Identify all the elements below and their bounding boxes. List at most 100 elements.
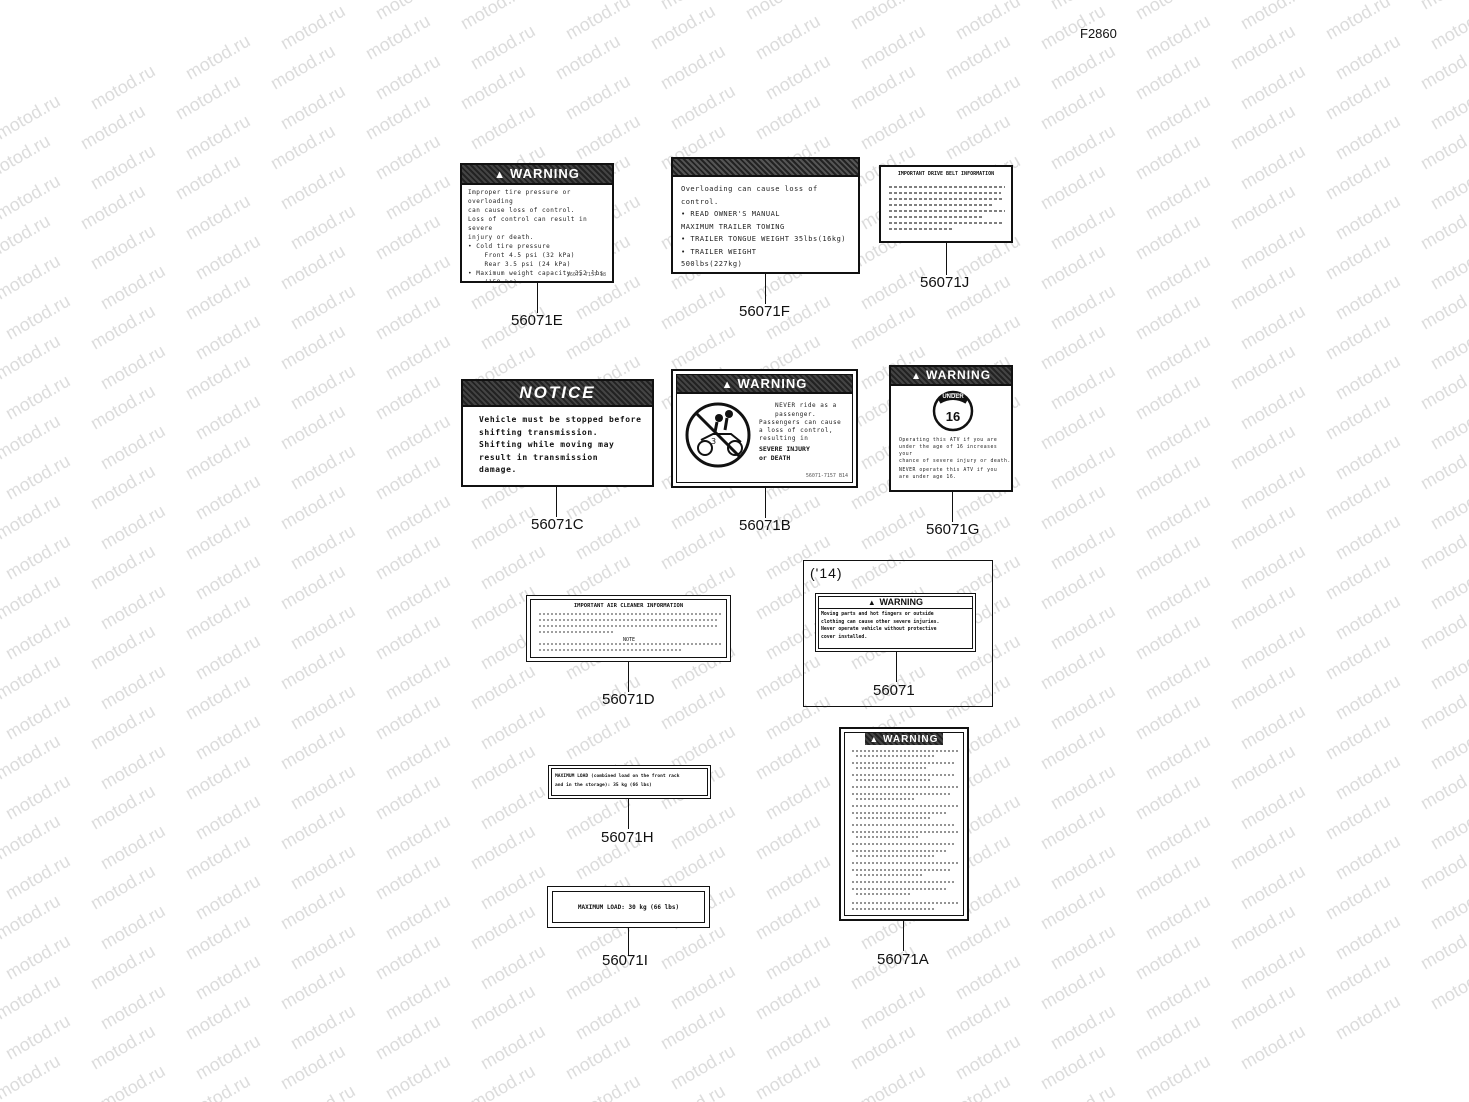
figure-code: F2860	[1080, 26, 1117, 41]
watermark-text: motod.ru	[372, 611, 444, 664]
watermark-text: motod.ru	[1227, 181, 1299, 234]
watermark-text: motod.ru	[192, 391, 264, 444]
watermark-text: motod.ru	[1322, 791, 1394, 844]
watermark-text: motod.ru	[97, 261, 169, 314]
watermark-text: motod.ru	[1037, 961, 1109, 1014]
watermark-text: motod.ru	[1142, 811, 1214, 864]
label-header: IMPORTANT AIR CLEANER INFORMATION	[573, 603, 684, 609]
watermark-text: motod.ru	[97, 1061, 169, 1102]
watermark-text: motod.ru	[0, 331, 64, 384]
watermark-text: motod.ru	[372, 931, 444, 984]
watermark-text: motod.ru	[192, 231, 264, 284]
watermark-text: motod.ru	[182, 351, 254, 404]
fine-print-lines	[889, 186, 1005, 230]
watermark-text: motod.ru	[1417, 361, 1469, 414]
watermark-text: motod.ru	[477, 541, 549, 594]
watermark-text: motod.ru	[1047, 441, 1119, 494]
watermark-text: motod.ru	[2, 851, 74, 904]
watermark-text: motod.ru	[1227, 741, 1299, 794]
watermark-text: motod.ru	[182, 671, 254, 724]
watermark-text: motod.ru	[97, 821, 169, 874]
fine-print-lines	[852, 750, 960, 910]
year-note: ('14)	[810, 565, 843, 581]
label-header: NOTICE	[463, 381, 652, 407]
watermark-text: motod.ru	[1427, 1, 1469, 54]
label-body: Passengers can cause a loss of control, …	[759, 419, 842, 442]
watermark-text: motod.ru	[952, 311, 1024, 364]
svg-text:3: 3	[711, 437, 716, 446]
watermark-text: motod.ru	[97, 741, 169, 794]
watermark-text: motod.ru	[2, 771, 74, 824]
warning-triangle-icon: ▲	[869, 734, 880, 744]
watermark-text: motod.ru	[1237, 861, 1309, 914]
watermark-text: motod.ru	[277, 961, 349, 1014]
watermark-text: motod.ru	[277, 321, 349, 374]
watermark-text: motod.ru	[372, 0, 444, 23]
watermark-text: motod.ru	[1332, 351, 1404, 404]
watermark-text: motod.ru	[1332, 831, 1404, 884]
watermark-text: motod.ru	[467, 741, 539, 794]
watermark-text: motod.ru	[277, 241, 349, 294]
watermark-text: motod.ru	[192, 1031, 264, 1084]
watermark-text: motod.ru	[1417, 0, 1469, 13]
watermark-text: motod.ru	[477, 941, 549, 994]
watermark-text: motod.ru	[87, 541, 159, 594]
watermark-text: motod.ru	[857, 101, 929, 154]
label-never: NEVER ride as a passenger.	[775, 402, 841, 418]
part-number-56071b: 56071B	[739, 517, 791, 534]
watermark-text: motod.ru	[1047, 681, 1119, 734]
fine-print-lines	[539, 613, 723, 651]
label-56071c: NOTICE Vehicle must be stopped before sh…	[461, 379, 654, 487]
watermark-text: motod.ru	[1037, 801, 1109, 854]
watermark-text: motod.ru	[1132, 291, 1204, 344]
watermark-text: motod.ru	[1227, 21, 1299, 74]
watermark-text: motod.ru	[942, 31, 1014, 84]
label-56071d: IMPORTANT AIR CLEANER INFORMATION NOTE	[526, 595, 731, 662]
label-56071j: IMPORTANT DRIVE BELT INFORMATION	[879, 165, 1013, 243]
watermark-text: motod.ru	[467, 21, 539, 74]
watermark-text: motod.ru	[667, 961, 739, 1014]
watermark-text: motod.ru	[1047, 921, 1119, 974]
watermark-text: motod.ru	[1417, 921, 1469, 974]
watermark-text: motod.ru	[1142, 91, 1214, 144]
watermark-text: motod.ru	[752, 11, 824, 64]
watermark-text: motod.ru	[467, 901, 539, 954]
watermark-text: motod.ru	[762, 771, 834, 824]
watermark-text: motod.ru	[1322, 471, 1394, 524]
watermark-text: motod.ru	[372, 211, 444, 264]
watermark-text: motod.ru	[1227, 981, 1299, 1034]
watermark-text: motod.ru	[182, 511, 254, 564]
watermark-text: motod.ru	[277, 721, 349, 774]
watermark-text: motod.ru	[267, 41, 339, 94]
watermark-text: motod.ru	[87, 61, 159, 114]
watermark-text: motod.ru	[1417, 201, 1469, 254]
watermark-text: motod.ru	[572, 1071, 644, 1102]
watermark-text: motod.ru	[552, 0, 624, 3]
watermark-text: motod.ru	[1332, 511, 1404, 564]
watermark-text: motod.ru	[182, 751, 254, 804]
watermark-text: motod.ru	[552, 31, 624, 84]
watermark-text: motod.ru	[0, 91, 64, 144]
watermark-text: motod.ru	[1427, 561, 1469, 614]
watermark-text: motod.ru	[1427, 801, 1469, 854]
watermark-text: motod.ru	[287, 761, 359, 814]
watermark-text: motod.ru	[1237, 141, 1309, 194]
watermark-text: motod.ru	[457, 0, 529, 33]
watermark-text: motod.ru	[1037, 81, 1109, 134]
watermark-text: motod.ru	[657, 521, 729, 574]
watermark-text: motod.ru	[657, 1081, 729, 1102]
watermark-text: motod.ru	[1322, 231, 1394, 284]
watermark-text: motod.ru	[372, 451, 444, 504]
watermark-text: motod.ru	[372, 531, 444, 584]
watermark-text: motod.ru	[847, 301, 919, 354]
watermark-text: motod.ru	[287, 921, 359, 974]
label-body: Operating this ATV if you are under the …	[899, 438, 1011, 464]
watermark-text: motod.ru	[942, 991, 1014, 1044]
part-number-56071f: 56071F	[739, 303, 790, 320]
watermark-text: motod.ru	[2, 691, 74, 744]
watermark-text: motod.ru	[467, 101, 539, 154]
label-bold: SEVERE INJURY or DEATH	[759, 445, 810, 462]
watermark-text: motod.ru	[1227, 261, 1299, 314]
watermark-text: motod.ru	[372, 851, 444, 904]
watermark-text: motod.ru	[1322, 391, 1394, 444]
